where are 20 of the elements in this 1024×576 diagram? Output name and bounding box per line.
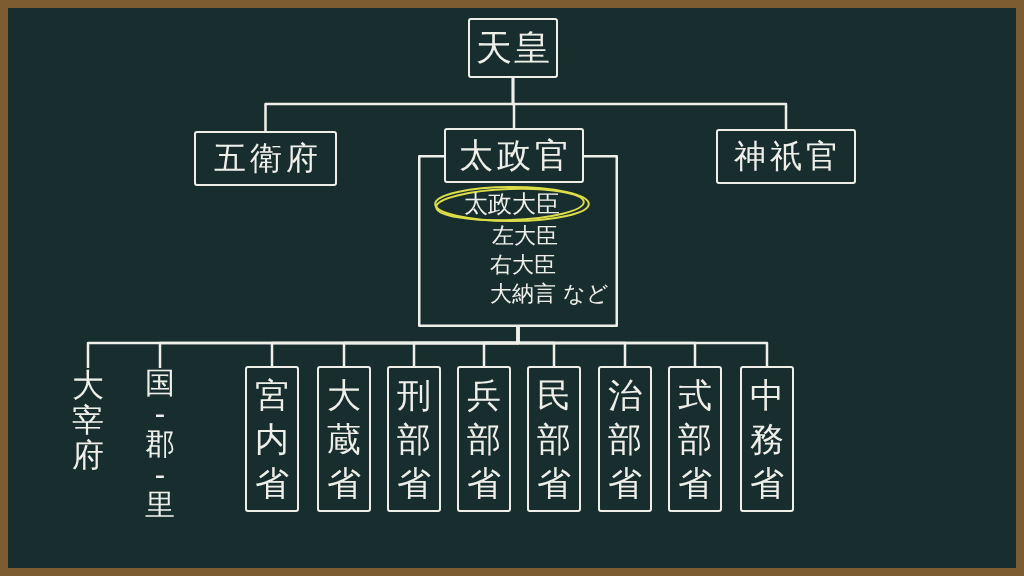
vertical-label-box: 宮内省	[245, 366, 299, 512]
vertical-label-box: 兵部省	[457, 366, 511, 512]
vertical-label: 大宰府	[70, 368, 106, 474]
list-item: 大納言 など	[490, 283, 609, 305]
list-item: 左大臣	[492, 225, 558, 247]
vertical-label-box: 中務省	[740, 366, 794, 512]
vertical-label-box: 治部省	[598, 366, 652, 512]
connector-line	[511, 78, 788, 129]
vertical-label-box: 大蔵省	[317, 366, 371, 512]
label-box: 天皇	[468, 18, 558, 78]
list-item: 右大臣	[490, 254, 556, 276]
vertical-label-box: 刑部省	[387, 366, 441, 512]
label-box: 五衛府	[194, 131, 337, 186]
vertical-label-box: 民部省	[527, 366, 581, 512]
connector-line	[516, 327, 769, 366]
label-box: 太政官	[444, 128, 584, 183]
label-box: 神祇官	[716, 129, 856, 184]
vertical-label: 国-郡-里	[142, 368, 178, 521]
vertical-label-box: 式部省	[668, 366, 722, 512]
list-item: 太政大臣	[464, 192, 560, 216]
